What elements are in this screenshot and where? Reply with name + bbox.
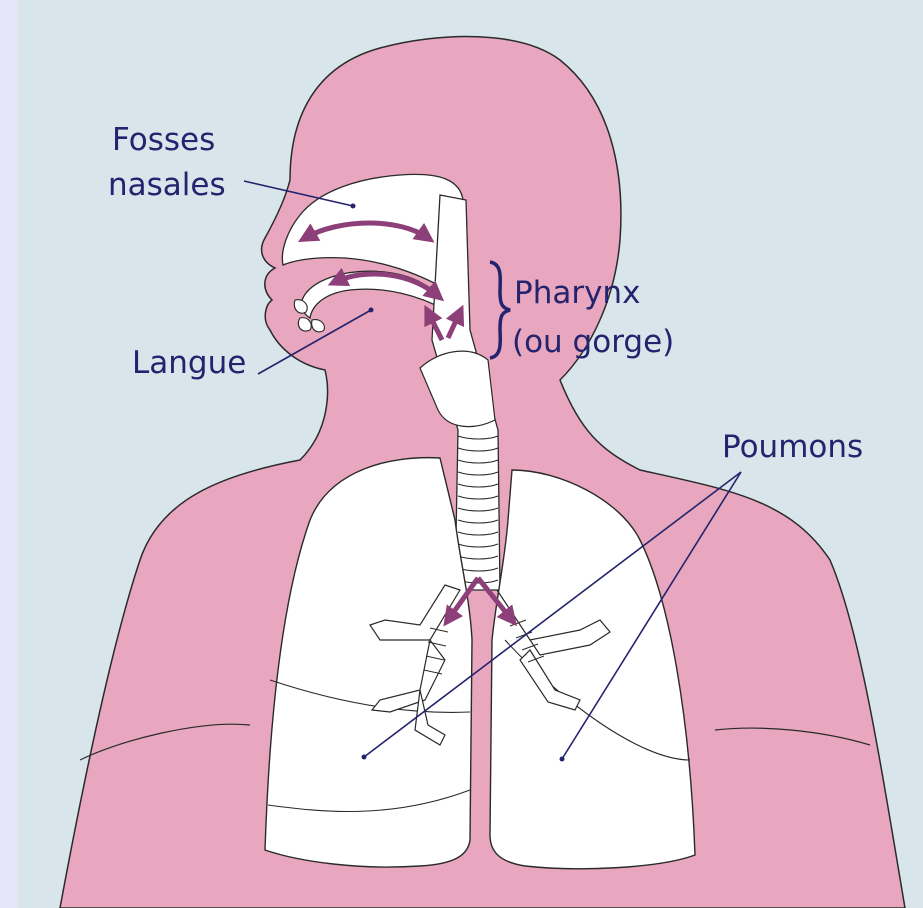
label-fosses-line2: nasales xyxy=(108,167,226,203)
label-langue: Langue xyxy=(132,345,246,381)
label-pharynx-line2: (ou gorge) xyxy=(512,324,674,360)
label-poumons: Poumons xyxy=(722,429,863,465)
label-pharynx-line1: Pharynx xyxy=(514,275,640,311)
label-fosses-line1: Fosses xyxy=(112,122,215,158)
